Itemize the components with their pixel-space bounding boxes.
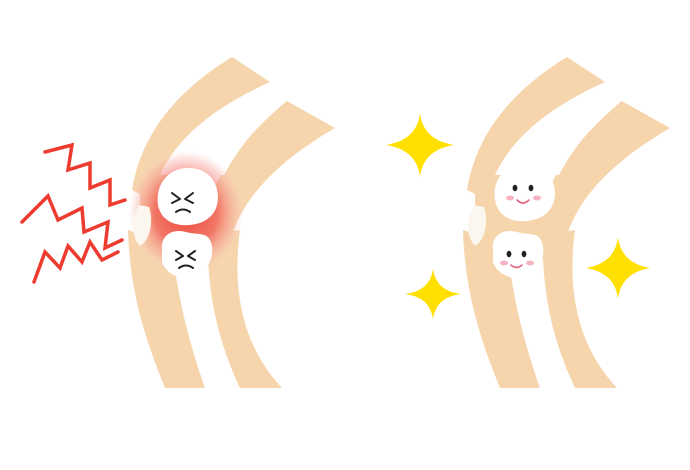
- grimace-face-icon: [171, 192, 194, 213]
- grimace-face-icon: [175, 250, 196, 269]
- sparkle-icon: [386, 113, 454, 177]
- smile-face-icon: [500, 250, 534, 269]
- tibia-head-icon: [492, 230, 544, 279]
- healthy-knee: [463, 57, 670, 388]
- tibia-head-icon: [161, 230, 213, 279]
- painful-knee: [20, 57, 335, 388]
- sparkle-icon: [405, 269, 461, 319]
- pain-lines-icon: [20, 142, 127, 284]
- sparkle-icon: [586, 237, 650, 299]
- femur-head-icon: [494, 164, 555, 222]
- smile-face-icon: [506, 184, 541, 204]
